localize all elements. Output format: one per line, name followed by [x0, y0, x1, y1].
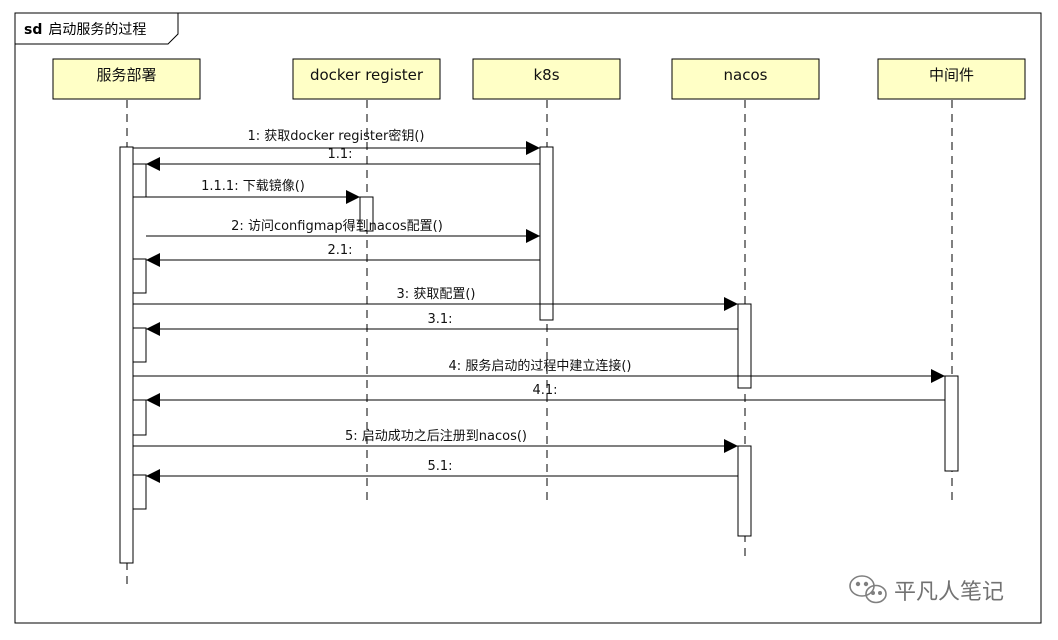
message-4-1: 4.1: — [146, 383, 945, 407]
lifeline-label-k8s: k8s — [533, 66, 559, 84]
arrowhead-filled-icon — [346, 190, 360, 204]
activation-svc-3 — [132, 327, 147, 363]
message-label-1-1: 1.1: — [327, 147, 352, 162]
message-label-4: 4: 服务启动的过程中建立连接() — [449, 358, 632, 374]
message-5-1: 5.1: — [146, 459, 738, 483]
lifeline-label-nacos: nacos — [724, 66, 768, 84]
message-4: 4: 服务启动的过程中建立连接() — [133, 358, 945, 383]
lifeline-label-svc: 服务部署 — [96, 66, 156, 84]
activation-svc-4 — [132, 399, 147, 436]
watermark: 平凡人笔记 — [849, 575, 1004, 605]
watermark-text: 平凡人笔记 — [894, 580, 1004, 605]
arrowhead-filled-icon — [146, 157, 160, 171]
arrowhead-filled-icon — [724, 439, 738, 453]
message-3-1: 3.1: — [146, 312, 738, 336]
lifeline-box-k8s — [472, 58, 621, 100]
activation-docker — [359, 196, 374, 232]
lifeline-label-docker: docker register — [310, 66, 424, 84]
message-1-1: 1.1: — [146, 147, 540, 171]
message-label-1: 1: 获取docker register密钥() — [248, 128, 425, 144]
activation-svc-5 — [132, 474, 147, 510]
lifeline-box-svc — [52, 58, 201, 100]
message-5: 5: 启动成功之后注册到nacos() — [133, 429, 738, 453]
arrowhead-filled-icon — [146, 393, 160, 407]
frame-keyword: sd — [24, 22, 42, 38]
activation-k8s — [539, 146, 554, 321]
frame-title: 启动服务的过程 — [48, 22, 146, 38]
lifeline-box-docker — [292, 58, 441, 100]
activation-svc-main — [119, 146, 134, 564]
message-label-3: 3: 获取配置() — [397, 287, 476, 302]
arrowhead-filled-icon — [724, 297, 738, 311]
arrowhead-filled-icon — [931, 369, 945, 383]
message-label-5: 5: 启动成功之后注册到nacos() — [345, 429, 527, 444]
message-label-3-1: 3.1: — [427, 312, 452, 327]
message-3: 3: 获取配置() — [133, 287, 738, 311]
message-label-1-1-1: 1.1.1: 下载镜像() — [201, 179, 305, 194]
activation-svc-2 — [132, 258, 147, 294]
message-2-1: 2.1: — [146, 243, 540, 267]
message-label-2: 2: 访问configmap得到nacos配置() — [231, 218, 443, 234]
arrowhead-filled-icon — [526, 229, 540, 243]
lifeline-box-nacos — [671, 58, 820, 100]
lifeline-label-mid: 中间件 — [929, 66, 974, 84]
message-label-4-1: 4.1: — [532, 383, 557, 398]
arrowhead-filled-icon — [146, 322, 160, 336]
message-label-5-1: 5.1: — [427, 459, 452, 474]
lifeline-box-mid — [877, 58, 1026, 100]
arrowhead-filled-icon — [146, 469, 160, 483]
activation-nacos-2 — [737, 445, 752, 537]
frame-border — [14, 12, 1042, 624]
arrowhead-filled-icon — [146, 253, 160, 267]
activation-nacos-1 — [737, 303, 752, 389]
frame-title-text: sd 启动服务的过程 — [24, 22, 146, 38]
message-1-1-1: 1.1.1: 下载镜像() — [146, 179, 360, 204]
message-label-2-1: 2.1: — [327, 243, 352, 258]
activation-svc-1 — [132, 163, 147, 198]
activation-mid — [944, 375, 959, 472]
frame-title-box — [14, 12, 179, 45]
wechat-icon — [849, 575, 887, 604]
message-2: 2: 访问configmap得到nacos配置() — [146, 218, 540, 243]
message-1: 1: 获取docker register密钥() — [133, 128, 540, 155]
arrowhead-filled-icon — [526, 141, 540, 155]
